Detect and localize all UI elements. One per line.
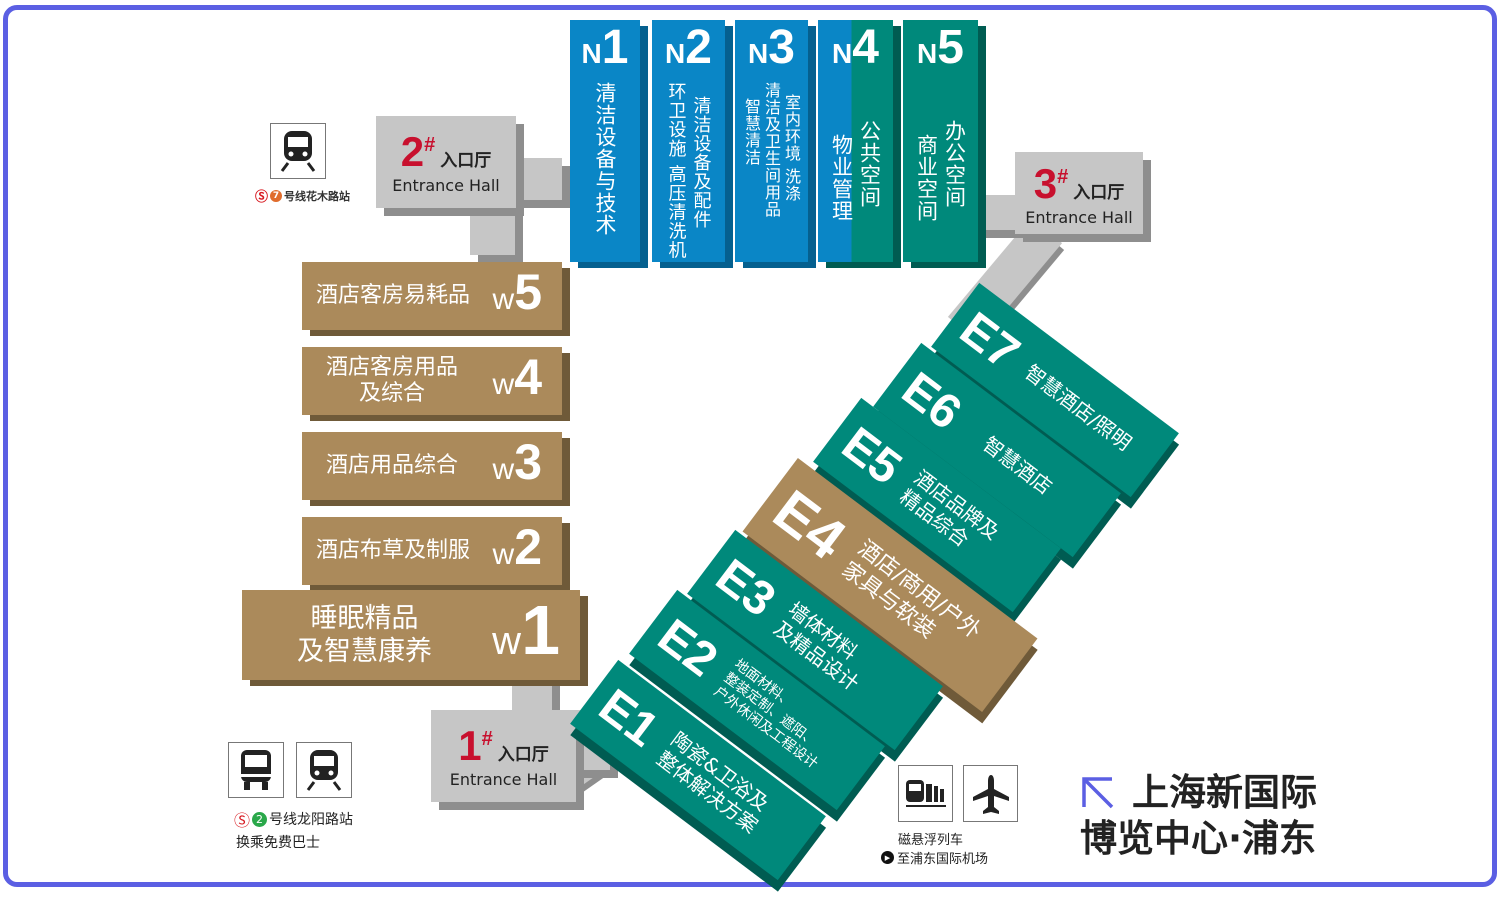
hall-code: w4 — [492, 349, 542, 405]
hall-code: E3 — [706, 549, 786, 627]
shuttle-bus-note: 换乘免费巴士 — [236, 835, 320, 851]
entrance-en: Entrance Hall — [449, 770, 558, 789]
walkway-3-arm — [975, 195, 1015, 230]
hall-label: 室内环境 洗涤 — [782, 94, 801, 203]
metro-line2-label: Ⓢ 2 号线龙阳路站 — [234, 807, 353, 831]
line-badge: 7 — [270, 189, 283, 202]
hall-code: N1 — [581, 21, 629, 74]
hall-label: 智慧清洁 — [742, 98, 761, 166]
entrance-number: 3# — [1033, 160, 1069, 207]
hall-label: 环卫设施 高压清洗机 — [665, 82, 687, 260]
hall-code: w1 — [492, 590, 560, 669]
play-arrow-icon: ▶ — [881, 851, 894, 864]
hall-code: E5 — [832, 417, 912, 495]
map-frame — [3, 5, 1497, 887]
hall-label: 公共空间 — [857, 120, 882, 208]
hall-label: 智慧酒店 — [978, 431, 1057, 500]
entrance-cn: 入口厅 — [497, 745, 549, 765]
hall-w1[interactable]: 睡眠精品 及智慧康养 w1 — [242, 590, 580, 680]
entrance-number: 2# — [400, 128, 436, 175]
airport-destination: 至浦东国际机场 — [897, 852, 989, 867]
entrance-hall-1[interactable]: 1# 入口厅 Entrance Hall — [431, 710, 576, 802]
entrance-hall-2[interactable]: 2# 入口厅 Entrance Hall — [376, 116, 516, 208]
hall-label: 商业空间 — [914, 134, 939, 222]
entrance-en: Entrance Hall — [1025, 208, 1133, 227]
airplane-icon — [963, 765, 1018, 822]
hall-label: 清洁及卫生间用品 — [762, 82, 781, 218]
entrance-number: 1# — [458, 722, 493, 769]
entrance-cn: 入口厅 — [440, 151, 492, 171]
hall-code: N2 — [665, 21, 712, 74]
metro-icon — [296, 742, 352, 798]
walkway-1-stem — [512, 676, 552, 716]
bus-icon — [228, 742, 284, 798]
hall-n3[interactable]: N3 智慧清洁清洁及卫生间用品室内环境 洗涤 — [735, 20, 808, 262]
hall-label: 酒店客房易耗品 — [316, 283, 471, 308]
entrance-en: Entrance Hall — [392, 176, 500, 195]
station-name: 号线龙阳路站 — [269, 812, 354, 828]
hall-code: N3 — [748, 21, 795, 74]
airport-label: ▶ 至浦东国际机场 — [881, 848, 988, 867]
entrance-hall-3[interactable]: 3# 入口厅 Entrance Hall — [1015, 152, 1143, 234]
venue-logo: 上海新国际 博览中心·浦东 — [1080, 770, 1317, 862]
metro-icon — [270, 123, 326, 179]
hall-code: E2 — [648, 609, 728, 687]
hall-code: w5 — [492, 264, 542, 320]
logo-line1: 上海新国际 — [1132, 771, 1317, 814]
metro-line7-label: Ⓢ 7 号线花木路站 — [255, 186, 350, 205]
hall-code: w2 — [492, 519, 542, 575]
line-badge: 2 — [252, 811, 268, 827]
hall-n4[interactable]: N4 物业管理公共空间 — [818, 20, 893, 262]
maglev-label: 磁悬浮列车 — [898, 833, 964, 848]
hall-w2[interactable]: 酒店布草及制服 w2 — [302, 517, 562, 585]
hall-code: w3 — [492, 434, 542, 490]
hall-label: 酒店布草及制服 — [316, 538, 471, 563]
entrance-cn: 入口厅 — [1073, 183, 1125, 203]
maglev-train-icon — [898, 765, 953, 822]
logo-line2: 博览中心·浦东 — [1080, 817, 1317, 860]
hall-n5[interactable]: N5 商业空间办公空间 — [903, 20, 978, 262]
hall-w3[interactable]: 酒店用品综合 w3 — [302, 432, 562, 500]
hall-label: 物业管理 — [829, 134, 854, 222]
hall-code: N5 — [917, 21, 964, 74]
hall-label: 清洁设备及配件 — [690, 96, 712, 229]
hall-w4[interactable]: 酒店客房用品 及综合 w4 — [302, 347, 562, 415]
hall-code: E6 — [892, 362, 972, 440]
station-name: 号线花木路站 — [284, 189, 351, 203]
hall-code: N4 — [832, 21, 879, 74]
shanghai-metro-logo-icon: Ⓢ — [234, 811, 251, 830]
hall-label: 酒店客房用品 及综合 — [326, 355, 459, 406]
hall-label: 酒店用品综合 — [326, 453, 459, 478]
hall-label: 办公空间 — [942, 120, 967, 208]
hall-label: 睡眠精品 及智慧康养 — [297, 603, 432, 667]
hall-n2[interactable]: N2 环卫设施 高压清洗机清洁设备及配件 — [652, 20, 725, 262]
northwest-arrow-icon — [1082, 777, 1114, 809]
hall-code: E7 — [950, 302, 1030, 380]
hall-label: 清洁设备与技术 — [593, 82, 617, 236]
hall-w5[interactable]: 酒店客房易耗品 w5 — [302, 262, 562, 330]
hall-n1[interactable]: N1 清洁设备与技术 — [570, 20, 640, 262]
shanghai-metro-logo-icon: Ⓢ — [255, 190, 269, 205]
hall-code: E1 — [589, 679, 669, 757]
